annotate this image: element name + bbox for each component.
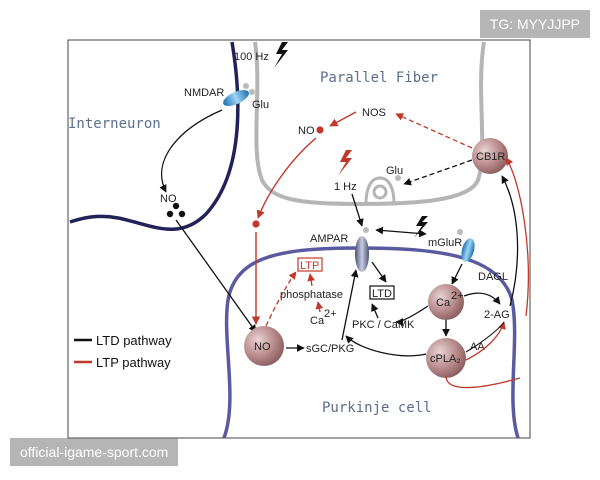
ltd-label: LTD bbox=[372, 288, 392, 300]
cpla2-label: cPLA₂ bbox=[430, 353, 461, 365]
arrow-aa-to-2ag bbox=[465, 321, 506, 361]
arrow-pkc-to-ltd bbox=[371, 303, 379, 319]
ca-big-sup: 2+ bbox=[451, 290, 464, 302]
arrow-nmdar-to-no bbox=[159, 109, 223, 193]
arrow-nos-to-no bbox=[329, 111, 357, 127]
arrow-ampar-to-ltd bbox=[371, 261, 387, 283]
lightning-bolt-icon bbox=[338, 150, 352, 176]
arrow-cb1r-to-nos bbox=[395, 113, 473, 149]
arrow-ca-to-pkc bbox=[395, 305, 429, 326]
no-dot bbox=[166, 210, 174, 218]
ampar-label: AMPAR bbox=[310, 233, 348, 245]
ltd-box bbox=[369, 285, 395, 300]
arrow-pf-no-diffuse bbox=[256, 137, 317, 219]
purkinje-cell-label: Purkinje cell bbox=[322, 400, 432, 416]
legend-ltp-label: LTP pathway bbox=[96, 355, 171, 370]
lightning-bolt-icon bbox=[414, 216, 428, 238]
cb1r-node bbox=[472, 138, 508, 174]
phosphatase-label: phosphatase bbox=[280, 289, 343, 301]
watermark-bottom: official-igame-sport.com bbox=[10, 438, 179, 466]
ca-small-label: Ca bbox=[310, 315, 325, 327]
nmdar-receptor bbox=[223, 89, 249, 107]
arrow-2ag-to-cb1r bbox=[501, 175, 519, 307]
arrow-phosphatase-to-ltp bbox=[307, 273, 316, 287]
arrow-aa-dark bbox=[465, 321, 505, 353]
glu-top-label: Glu bbox=[252, 99, 269, 111]
pkc-camk-label: PKC / CaMK bbox=[352, 319, 415, 331]
lightning-bolt-icon bbox=[274, 42, 288, 68]
ampar-receptor bbox=[355, 236, 369, 272]
cb1r-label: CB1R bbox=[476, 151, 505, 163]
cpla2-node bbox=[426, 338, 466, 378]
arrow-interneuron-no-to-purkinje-no bbox=[175, 219, 257, 333]
ltp-box bbox=[297, 257, 323, 272]
stimulus-100hz-label: 100 Hz bbox=[234, 51, 269, 63]
glu-mid-label: Glu bbox=[386, 165, 403, 177]
arrow-mglur-to-ca bbox=[451, 263, 463, 285]
ca-node bbox=[428, 284, 464, 320]
no-dot bbox=[172, 202, 180, 210]
ca-big-label: Ca bbox=[436, 297, 451, 309]
dagl-label: DAGL bbox=[478, 271, 508, 283]
arrow-1hz-to-ampar bbox=[351, 193, 364, 227]
interneuron-label: Interneuron bbox=[68, 116, 161, 132]
legend-ltd-label: LTD pathway bbox=[96, 333, 172, 348]
watermark-top: TG: MYYJJPP bbox=[479, 10, 590, 38]
no-interneuron-label: NO bbox=[160, 193, 177, 205]
nos-label: NOS bbox=[362, 107, 386, 119]
no-red-dot-2 bbox=[252, 220, 260, 228]
no-purkinje-node bbox=[244, 326, 284, 366]
stimulus-1hz-label: 1 Hz bbox=[334, 181, 357, 193]
sgc-pkg-label: sGC/PKG bbox=[306, 343, 354, 355]
arrow-ca-to-2ag bbox=[463, 292, 501, 305]
vesicle bbox=[372, 184, 388, 200]
glutamate-dot bbox=[457, 229, 463, 235]
glutamate-dot bbox=[395, 175, 401, 181]
nmdar-label: NMDAR bbox=[184, 87, 224, 99]
arrow-cb1r-to-glu bbox=[403, 159, 473, 186]
no-main-label: NO bbox=[254, 341, 271, 353]
parallel-fiber-label: Parallel Fiber bbox=[320, 70, 438, 86]
no-dot bbox=[178, 210, 186, 218]
mglur-receptor bbox=[461, 238, 475, 262]
interneuron-axon bbox=[69, 41, 240, 231]
glutamate-dot bbox=[243, 83, 249, 89]
arrow-no-to-ltp bbox=[265, 271, 297, 327]
arrow-red-to-cb1r bbox=[505, 157, 529, 317]
glutamate-dot bbox=[249, 89, 255, 95]
glutamate-dot bbox=[363, 227, 369, 233]
ltp-label: LTP bbox=[300, 260, 319, 272]
aa-label: AA bbox=[470, 341, 485, 353]
mglur-label: mGluR bbox=[428, 237, 462, 249]
no-red-dot bbox=[316, 126, 324, 134]
arrow-cpla2-red-return bbox=[445, 375, 521, 389]
arrow-ca-to-phosphatase bbox=[315, 301, 324, 313]
arrow-cpla2-to-pkc bbox=[345, 335, 427, 357]
arrow-sgc-to-ampar bbox=[341, 269, 359, 341]
ca-small-sup: 2+ bbox=[324, 308, 337, 320]
vesicle-membrane bbox=[364, 176, 396, 205]
no-pf-label: NO bbox=[298, 125, 315, 137]
2ag-label: 2-AG bbox=[484, 309, 510, 321]
